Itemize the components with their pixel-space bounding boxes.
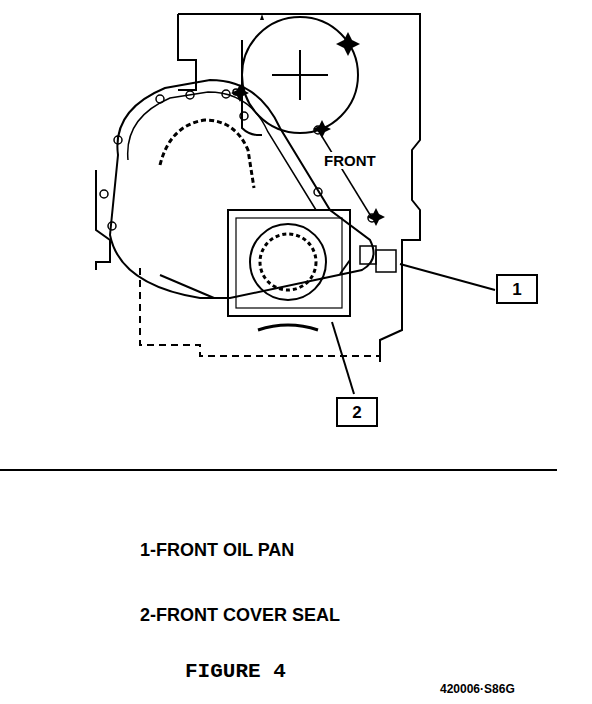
callout-box: 2 [336,397,378,427]
leader-line [332,322,354,394]
oil-pan-outline [140,268,380,356]
front-oil-pan-seal-part [360,246,376,264]
timing-cover [110,80,374,298]
block-outline-left [96,170,110,270]
pan-rail [160,275,214,298]
front-oil-pan-seal-part [376,250,396,272]
legend-text: 2-FRONT COVER SEAL [140,606,340,624]
callout-number: 1 [512,281,521,298]
cam-gear-edge [160,120,254,188]
figure-caption: FIGURE 4 [185,661,286,682]
front-cover-seal-housing [228,210,350,316]
block-outline-right [178,14,420,362]
callout-number: 2 [352,404,361,421]
leader-lines [332,264,495,394]
block-outline-top-left [178,14,196,90]
direction-label: FRONT [322,152,378,169]
pan-mark [340,260,350,274]
water-pump-housing [242,17,358,133]
center-mark [299,50,301,100]
cover-edge-line [318,130,372,218]
front-cover-seal [250,224,326,300]
seal-arc [258,325,318,330]
legend-text: 1-FRONT OIL PAN [140,541,294,559]
housing-inner [236,218,342,308]
leader-line [400,264,495,290]
engine-block [96,14,420,362]
timing-cover-inner [128,92,316,210]
star-bolts [231,14,385,226]
separator-rule [0,469,557,471]
crank-spline [260,234,316,290]
figure-code: 420006·S86G [440,683,515,695]
callout-box: 1 [496,274,538,304]
